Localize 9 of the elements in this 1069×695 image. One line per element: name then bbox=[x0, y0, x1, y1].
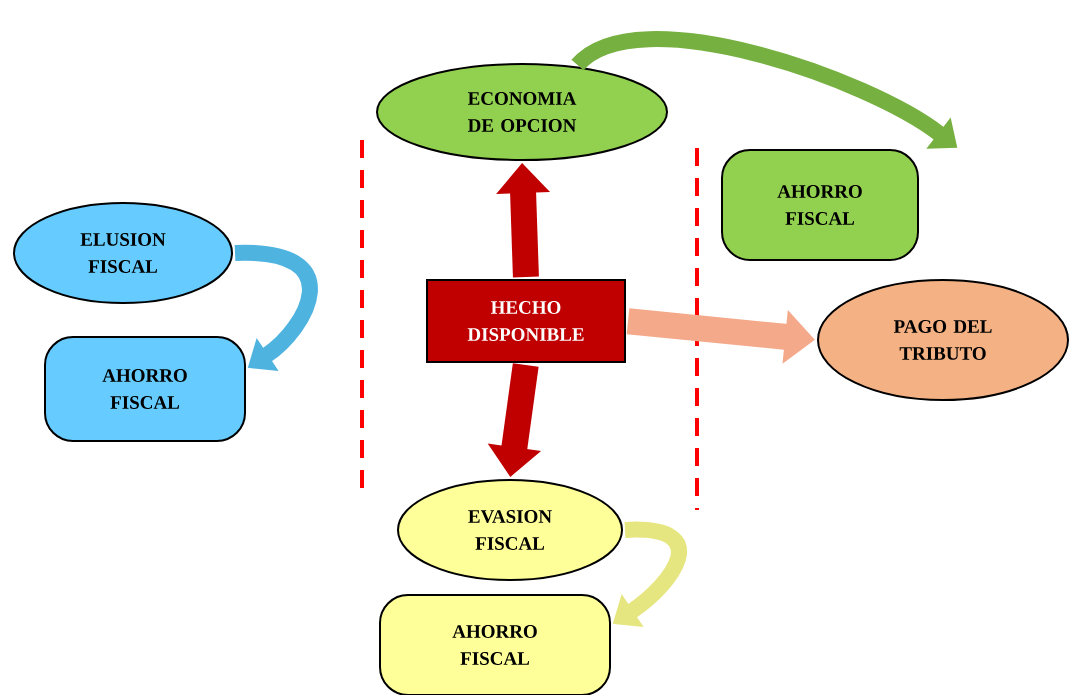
rounded-box: AHORRO FISCAL bbox=[721, 149, 919, 261]
ellipse-node: PAGO DEL TRIBUTO bbox=[817, 279, 1069, 401]
rounded-box: AHORRO FISCAL bbox=[44, 336, 246, 442]
rounded-box: AHORRO FISCAL bbox=[379, 594, 611, 695]
process-box: HECHO DISPONIBLE bbox=[426, 279, 626, 363]
ellipse-node: ECONOMIA DE OPCION bbox=[376, 63, 668, 161]
arrow bbox=[234, 244, 318, 372]
ellipse-node: ELUSION FISCAL bbox=[13, 202, 233, 304]
ellipse-node: EVASION FISCAL bbox=[397, 479, 623, 581]
